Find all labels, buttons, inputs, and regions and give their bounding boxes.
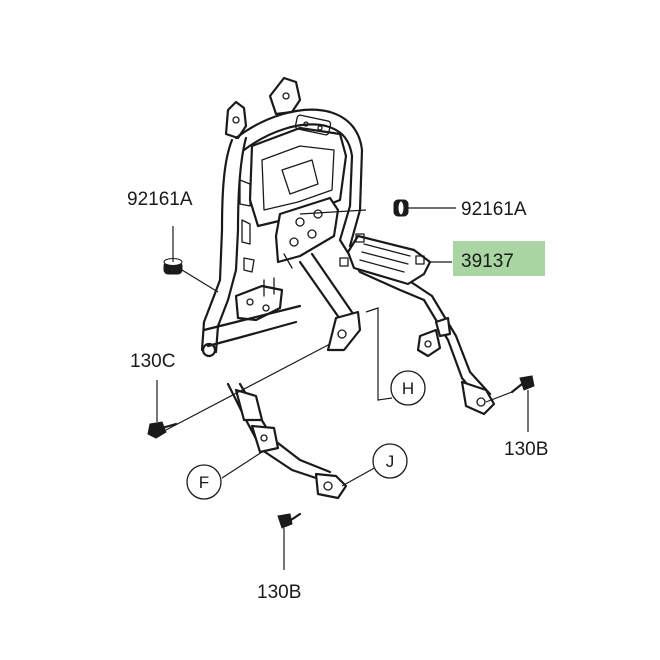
callout-j-label: J bbox=[386, 452, 395, 471]
nut-right-icon bbox=[393, 199, 409, 217]
callout-f-label: F bbox=[199, 473, 209, 492]
part-highlight-box bbox=[453, 241, 545, 276]
bolt-bottom-icon bbox=[277, 512, 302, 529]
bolt-right-icon bbox=[510, 375, 535, 394]
part-label-130c[interactable]: 130C bbox=[130, 351, 175, 372]
callout-h-label: H bbox=[402, 379, 414, 398]
part-label-39137[interactable]: 39137 bbox=[461, 251, 514, 272]
part-label-92161a-left[interactable]: 92161A bbox=[127, 189, 193, 210]
bolt-left-icon bbox=[147, 421, 178, 439]
frame-assembly bbox=[200, 76, 496, 500]
leader-lines bbox=[156, 207, 529, 570]
callout-f: F bbox=[186, 464, 222, 500]
part-label-130b-right[interactable]: 130B bbox=[504, 439, 548, 460]
callout-h: H bbox=[390, 370, 426, 406]
callout-j: J bbox=[372, 443, 408, 479]
part-label-130b-bottom[interactable]: 130B bbox=[257, 582, 301, 603]
part-label-92161a-right[interactable]: 92161A bbox=[461, 199, 527, 220]
